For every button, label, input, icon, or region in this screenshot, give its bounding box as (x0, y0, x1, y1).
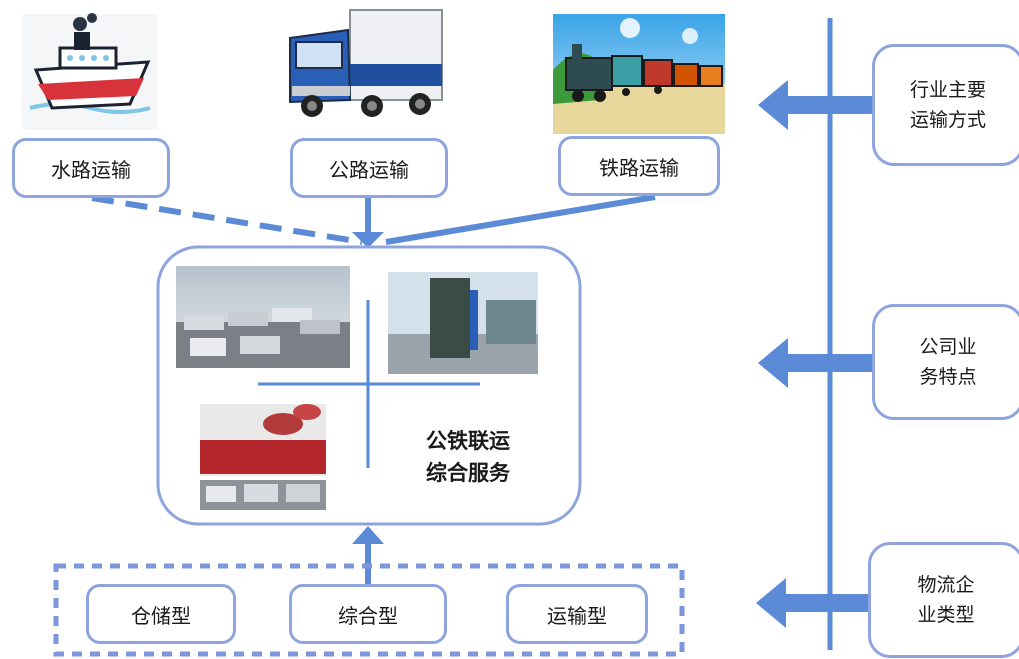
up-arrow-head (352, 526, 384, 544)
logistics-types-frame (53, 563, 685, 657)
center-service-label: 公铁联运 综合服务 (408, 425, 528, 489)
water-transport-box: 水路运输 (12, 138, 170, 198)
storage-type-label: 仓储型 (131, 603, 191, 628)
arrow-industry (758, 80, 872, 130)
transport-type-label: 运输型 (547, 603, 607, 628)
road-transport-label: 公路运输 (329, 157, 409, 182)
comprehensive-type-label: 综合型 (338, 603, 398, 628)
arrow-enterprise (756, 578, 870, 628)
storage-type-box: 仓储型 (86, 584, 236, 644)
industry-line1: 行业主要 (909, 79, 986, 101)
train-illustration (553, 14, 725, 134)
rail-transport-label: 铁路运输 (599, 155, 679, 180)
road-transport-box: 公路运输 (290, 138, 448, 198)
rail-transport-box: 铁路运输 (558, 136, 720, 196)
industry-transport-box: 行业主要 运输方式 (872, 44, 1019, 166)
business-line1: 公司业 (919, 336, 977, 358)
truck-illustration (289, 9, 443, 117)
enterprise-line1: 物流企 (917, 574, 975, 596)
industry-line2: 运输方式 (909, 109, 986, 131)
arrow-business (758, 338, 872, 388)
enterprise-line2: 业类型 (917, 604, 975, 626)
enterprise-type-box: 物流企 业类型 (868, 542, 1019, 658)
station-photo (388, 272, 538, 374)
transport-type-box: 运输型 (506, 584, 648, 644)
center-label-line1: 公铁联运 (426, 429, 510, 453)
mode-connectors (91, 194, 656, 248)
comprehensive-type-box: 综合型 (289, 584, 447, 644)
center-label-line2: 综合服务 (426, 461, 510, 485)
business-features-box: 公司业 务特点 (872, 304, 1019, 420)
water-transport-label: 水路运输 (51, 157, 131, 182)
business-line2: 务特点 (919, 366, 977, 388)
car-carrier-photo (176, 266, 350, 368)
ship-illustration (22, 13, 158, 130)
train-cars-photo (200, 404, 326, 510)
